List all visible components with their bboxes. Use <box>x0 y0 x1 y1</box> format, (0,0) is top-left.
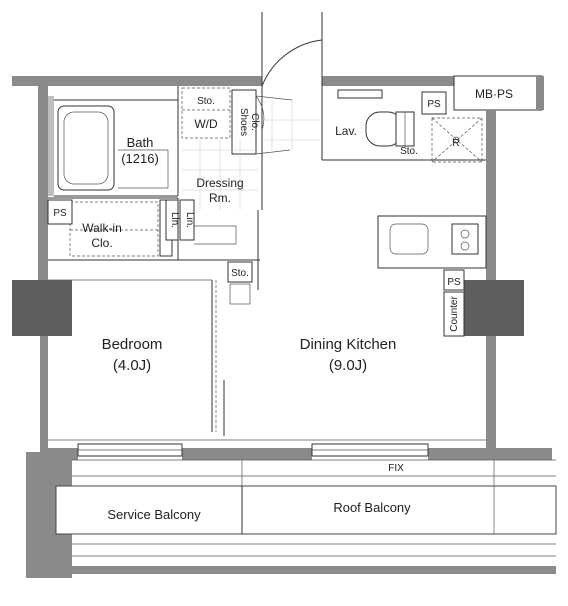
lavatory-fixtures <box>337 89 483 163</box>
balconies <box>55 459 557 574</box>
interior-walls <box>48 86 486 441</box>
bedroom-label: Bedroom <box>102 336 163 353</box>
r-mark-label: R <box>452 138 459 149</box>
lav-label: Lav. <box>335 124 357 138</box>
closet-doors <box>255 95 293 155</box>
dressing-room-label-2: Rm. <box>209 191 231 205</box>
storage-top-label: Sto. <box>197 96 215 107</box>
kitchen-counter <box>377 215 487 337</box>
dining-kitchen-size-label: (9.0J) <box>329 357 367 374</box>
mbps-label: MB·PS <box>475 87 513 101</box>
shoes-closet-label-2: Clo. <box>249 113 260 131</box>
structural-pillars <box>12 280 524 336</box>
storage-lav-label: Sto. <box>400 146 418 157</box>
linen-label-2: Lin. <box>184 212 195 228</box>
bedroom-size-label: (4.0J) <box>113 357 151 374</box>
service-balcony-label: Service Balcony <box>107 507 201 522</box>
shoes-closet-label: Shoes <box>238 108 249 136</box>
ps-left-label: PS <box>53 208 67 219</box>
dressing-floor-tiles <box>182 100 320 210</box>
linen-label-1: Lin. <box>169 212 180 228</box>
entrance-door <box>261 12 323 87</box>
ps-top-label: PS <box>427 99 441 110</box>
dining-kitchen-label: Dining Kitchen <box>300 336 397 353</box>
counter-label: Counter <box>449 296 460 332</box>
exterior-walls <box>12 75 552 578</box>
fix-window-label: FIX <box>388 463 404 474</box>
walkin-closet-label: Walk-in <box>82 221 122 235</box>
bathtub <box>57 105 169 191</box>
windows <box>77 443 429 457</box>
storage-mid-label: Sto. <box>231 268 249 279</box>
wd-area <box>181 87 231 139</box>
ps-right-label: PS <box>447 277 461 288</box>
wd-label: W/D <box>194 117 218 131</box>
roof-balcony-label: Roof Balcony <box>333 500 411 515</box>
room-labels: Bath (1216) W/D Sto. Shoes Clo. Lav. Sto… <box>53 87 513 522</box>
bath-label: Bath <box>127 135 154 150</box>
walkin-closet-label-2: Clo. <box>91 236 112 250</box>
linen-closets <box>165 199 237 245</box>
dressing-room-label: Dressing <box>196 176 243 190</box>
bath-size-label: (1216) <box>121 151 159 166</box>
